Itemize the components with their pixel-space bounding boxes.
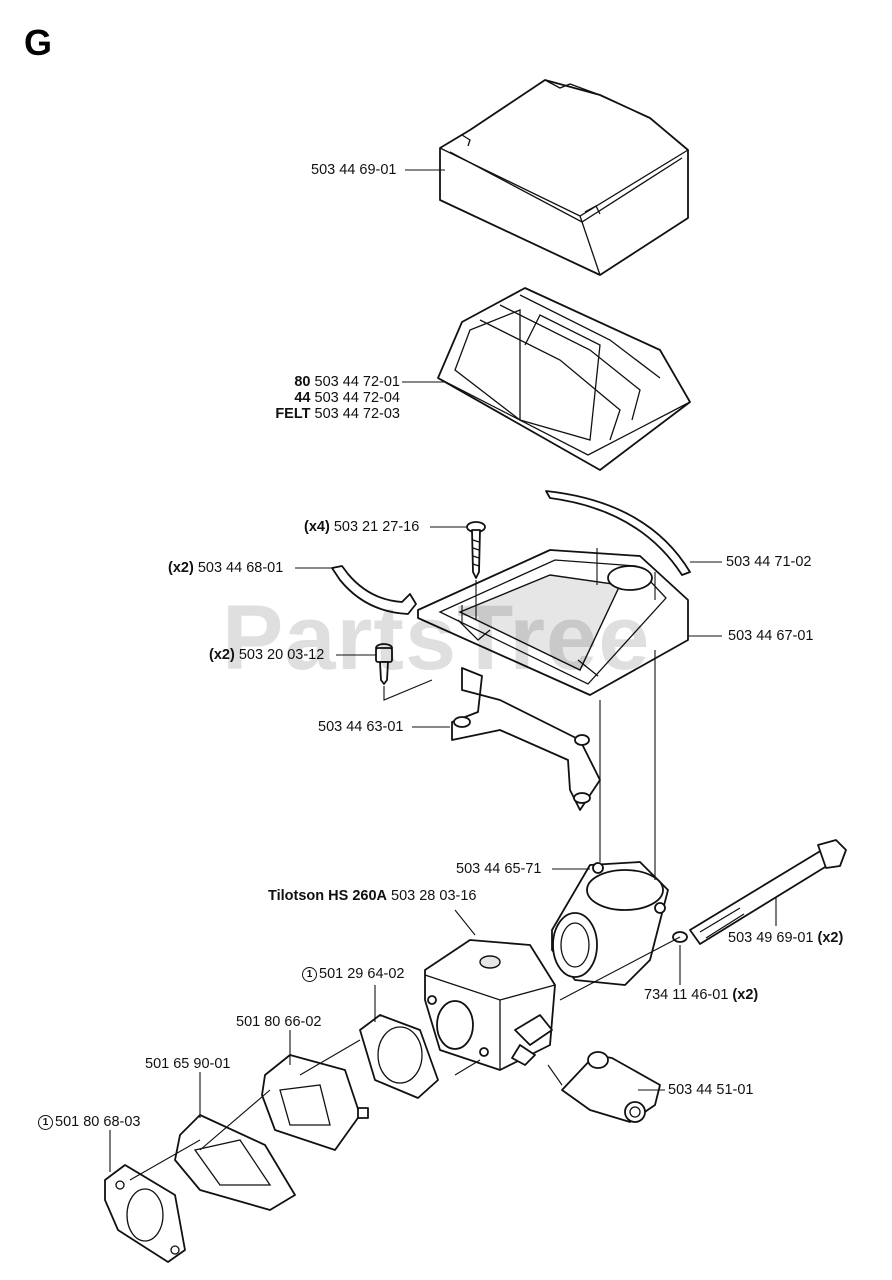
part-number: 503 44 63-01 [318,719,404,735]
part-qty: (x4) [304,519,330,535]
spacer-drawing [261,1054,369,1151]
part-label-filter-holder: 503 44 67-01 [728,628,813,645]
bracket-drawing [451,667,601,811]
part-label-screw-x2: (x2) 503 20 03-12 [209,647,324,664]
part-number: 501 80 66-02 [236,1014,322,1030]
part-label-air-filter-44: 44 503 44 72-04 [266,390,400,407]
section-letter: G [24,22,53,63]
part-variant: FELT [275,406,311,422]
part-number: 503 20 03-12 [238,647,325,663]
part-number: 503 44 65-71 [456,861,542,877]
part-label-air-filter-cover: 503 44 69-01 [311,162,396,179]
carburetor-drawing [424,939,556,1071]
part-number: 503 44 71-02 [726,554,812,570]
part-label-washer: 734 11 46-01 (x2) [644,987,758,1004]
part-number: 501 29 64-02 [319,966,405,982]
part-number: 503 44 51-01 [668,1082,754,1098]
part-number: 503 44 68-01 [197,560,284,576]
part-qty: (x2) [209,647,235,663]
part-label-fuel-hose: 503 44 51-01 [668,1082,753,1099]
part-label-air-filter-80: 80 503 44 72-01 [266,374,400,391]
part-number: 503 44 69-01 [311,162,397,178]
part-number: 503 28 03-16 [391,888,477,904]
screw-x4-drawing [466,521,486,579]
seal-strip-drawing [545,490,691,576]
part-qty: (x2) [817,930,844,946]
part-number: 503 44 67-01 [728,628,814,644]
part-qty: (x2) [168,560,194,576]
part-label-spacer: 501 80 66-02 [236,1014,321,1031]
intake-gasket-drawing [104,1164,186,1263]
part-number: 503 44 72-03 [314,406,400,422]
circled-number-icon: 1 [38,1115,53,1130]
air-filter-cover-drawing [439,79,689,276]
part-label-intake-elbow: 503 44 65-71 [456,861,541,878]
part-qty: (x2) [732,987,759,1003]
watermark: PartsTree [222,587,651,689]
part-number: 503 21 27-16 [333,519,420,535]
part-number: 734 11 46-01 [644,987,729,1003]
air-filter-drawing [437,287,691,471]
part-label-air-filter-felt: FELT 503 44 72-03 [250,406,400,423]
part-variant: 80 [294,374,311,390]
clip-drawing [331,565,417,615]
part-label-carburetor: Tilotson HS 260A 503 28 03-16 [268,888,476,905]
carb-gasket-drawing [359,1014,439,1099]
assembly-lines [129,548,681,1181]
intake-elbow-drawing [551,861,669,986]
part-model: Tilotson HS 260A [268,888,387,904]
part-label-seal-strip: 503 44 71-02 [726,554,811,571]
fuel-hose-drawing [561,1051,661,1123]
leader-lines [109,169,777,1172]
part-number: 503 44 72-04 [314,390,400,406]
part-label-insulator: 501 65 90-01 [145,1056,230,1073]
part-number: 501 80 68-03 [55,1114,141,1130]
long-bolt-drawing [689,839,847,945]
circled-number-icon: 1 [302,967,317,982]
part-label-long-bolt: 503 49 69-01 (x2) [728,930,843,947]
part-number: 503 44 72-01 [314,374,400,390]
part-number: 503 49 69-01 [728,930,814,946]
part-number: 501 65 90-01 [145,1056,231,1072]
part-label-bracket: 503 44 63-01 [318,719,403,736]
part-variant: 44 [294,390,311,406]
filter-holder-drawing [417,549,689,696]
insulator-drawing [174,1114,296,1211]
part-label-clip: (x2) 503 44 68-01 [168,560,283,577]
part-label-screw-x4: (x4) 503 21 27-16 [304,519,419,536]
